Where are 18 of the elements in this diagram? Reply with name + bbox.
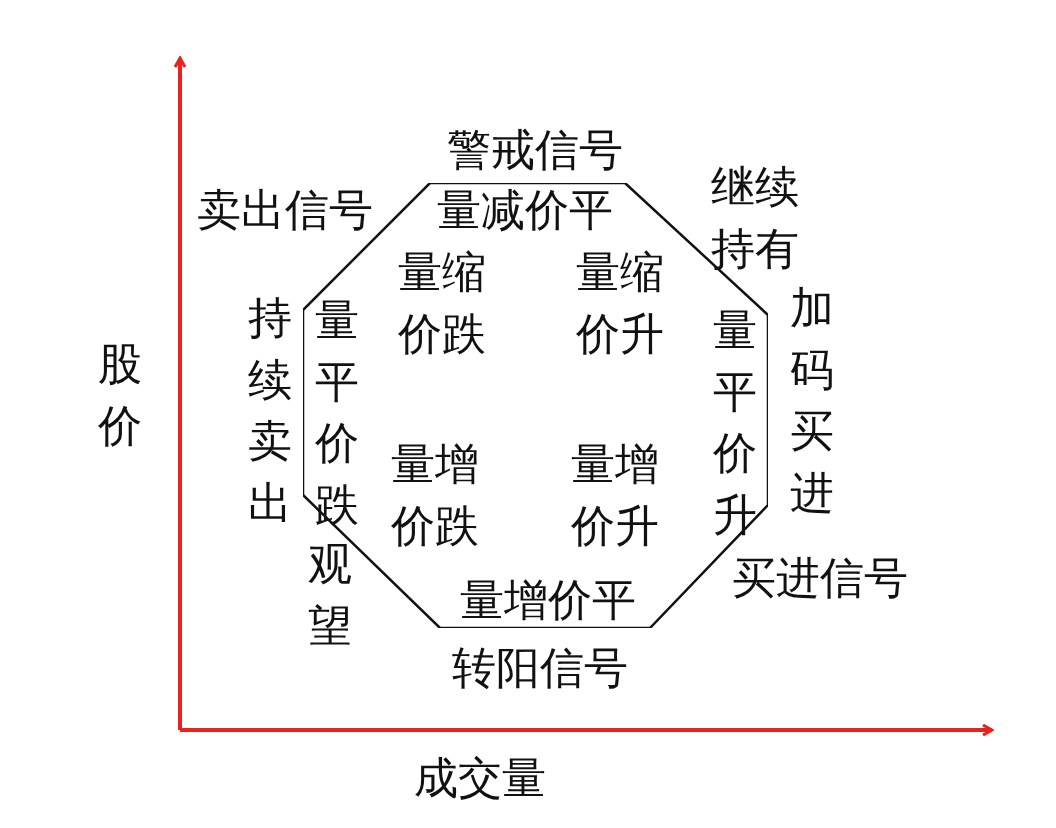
node-text: 量缩价跌 [398,245,486,361]
node-text: 量平价升 [713,302,757,542]
signal-label: 转阳信号 [452,641,628,696]
node-text: 量缩价升 [576,245,664,361]
signal-label: 卖出信号 [197,183,373,238]
signal-label: 买进信号 [732,551,908,606]
signal-label: 观望 [308,537,352,653]
node-text: 量平价跌 [315,292,359,532]
axis-label: 股价 [98,337,142,453]
node-text: 量增价平 [460,573,636,628]
signal-label: 加码买进 [790,280,834,520]
node-text: 量增价跌 [391,437,479,553]
signal-label: 继续持有 [711,160,799,276]
signal-label: 持续卖出 [248,290,292,530]
node-text: 量减价平 [437,183,613,238]
signal-label: 警戒信号 [447,123,623,178]
axis-label: 成交量 [414,751,546,806]
node-text: 量增价升 [571,437,659,553]
